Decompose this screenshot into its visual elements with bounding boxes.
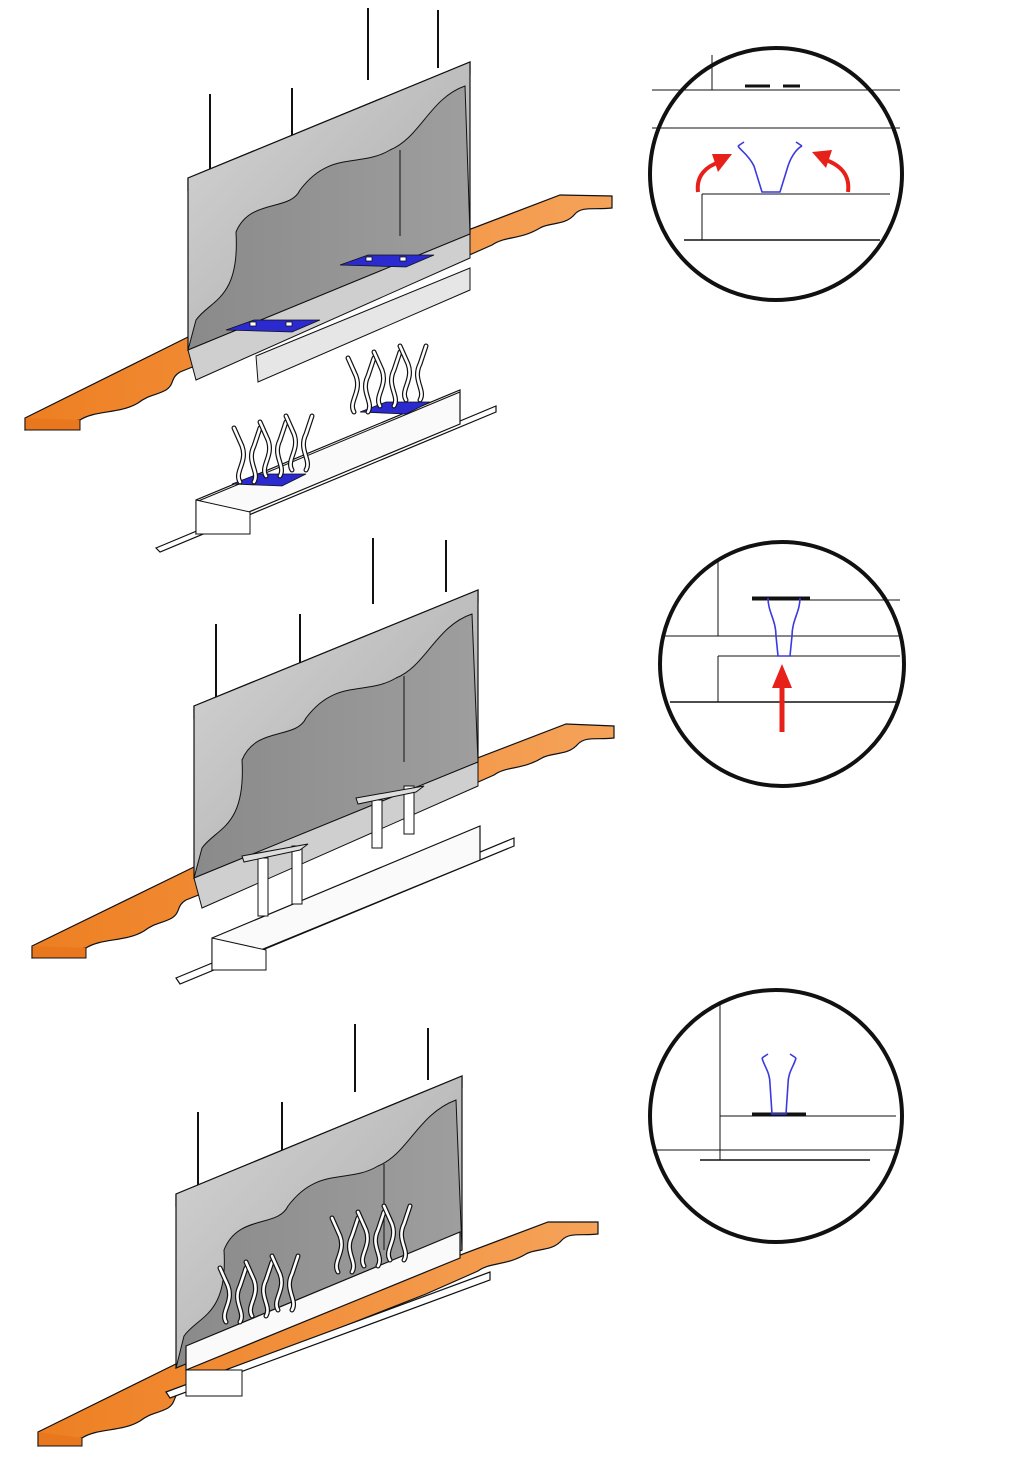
step-2-assembly (31, 538, 615, 985)
spring-closed-blue (767, 597, 801, 657)
spring-open-blue (737, 145, 803, 193)
step-3-assembly (37, 1024, 599, 1447)
clip-plates-duct (225, 254, 435, 333)
spring-engaged-blue (761, 1057, 797, 1115)
springs-closed (241, 785, 425, 917)
module-base (165, 1271, 491, 1399)
arrow-open-right (825, 158, 851, 193)
step-1-assembly (24, 8, 613, 553)
step-3-detail-circle (648, 988, 904, 1244)
step-1-detail-circle (648, 46, 904, 302)
step-2-detail-circle (658, 540, 906, 788)
